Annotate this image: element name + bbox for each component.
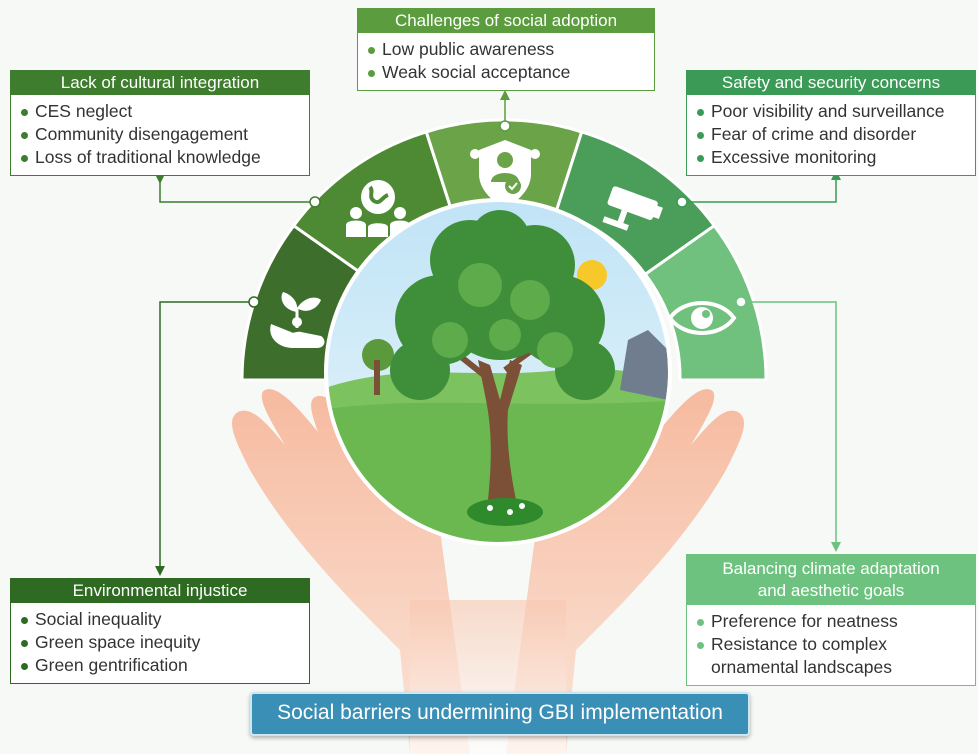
box-title: Environmental injustice [11,579,309,603]
list-item: Green gentrification [21,654,301,677]
list-item-line2: ornamental landscapes [711,657,892,677]
box-title-line2: and aesthetic goals [757,581,905,600]
list-item: Social inequality [21,608,301,631]
safety-security-box: Safety and security concerns Poor visibi… [686,70,976,176]
list-item: Poor visibility and surveillance [697,100,967,123]
list-item: Fear of crime and disorder [697,123,967,146]
list-item: Community disengagement [21,123,301,146]
box-title: Challenges of social adoption [358,9,654,33]
environmental-injustice-box: Environmental injustice Social inequalit… [10,578,310,684]
item-list: Low public awareness Weak social accepta… [358,33,654,90]
list-item: Resistance to complex ornamental landsca… [697,633,967,679]
plant-in-hand-icon [270,292,325,348]
item-list: CES neglect Community disengagement Loss… [11,95,309,175]
list-item: Excessive monitoring [697,146,967,169]
connector-lines [155,90,841,576]
box-title: Lack of cultural integration [11,71,309,95]
person-shield-icon [470,140,540,208]
list-item: CES neglect [21,100,301,123]
cultural-integration-box: Lack of cultural integration CES neglect… [10,70,310,176]
eye-icon [667,301,737,335]
list-item: Loss of traditional knowledge [21,146,301,169]
box-title-line1: Balancing climate adaptation [722,559,940,578]
hands-illustration [231,389,745,754]
list-item-line1: Resistance to complex [711,634,888,654]
item-list: Preference for neatness Resistance to co… [687,605,975,685]
social-adoption-box: Challenges of social adoption Low public… [357,8,655,91]
tree-scene-illustration [324,198,672,546]
diagram-title-banner: Social barriers undermining GBI implemen… [250,692,750,736]
list-item: Low public awareness [368,38,646,61]
list-item: Preference for neatness [697,610,967,633]
security-camera-icon [602,186,663,231]
item-list: Poor visibility and surveillance Fear of… [687,95,975,175]
list-item: Weak social acceptance [368,61,646,84]
item-list: Social inequality Green space inequity G… [11,603,309,683]
climate-aesthetic-box: Balancing climate adaptation and aesthet… [686,554,976,686]
box-title: Safety and security concerns [687,71,975,95]
list-item: Green space inequity [21,631,301,654]
box-title: Balancing climate adaptation and aesthet… [687,555,975,605]
